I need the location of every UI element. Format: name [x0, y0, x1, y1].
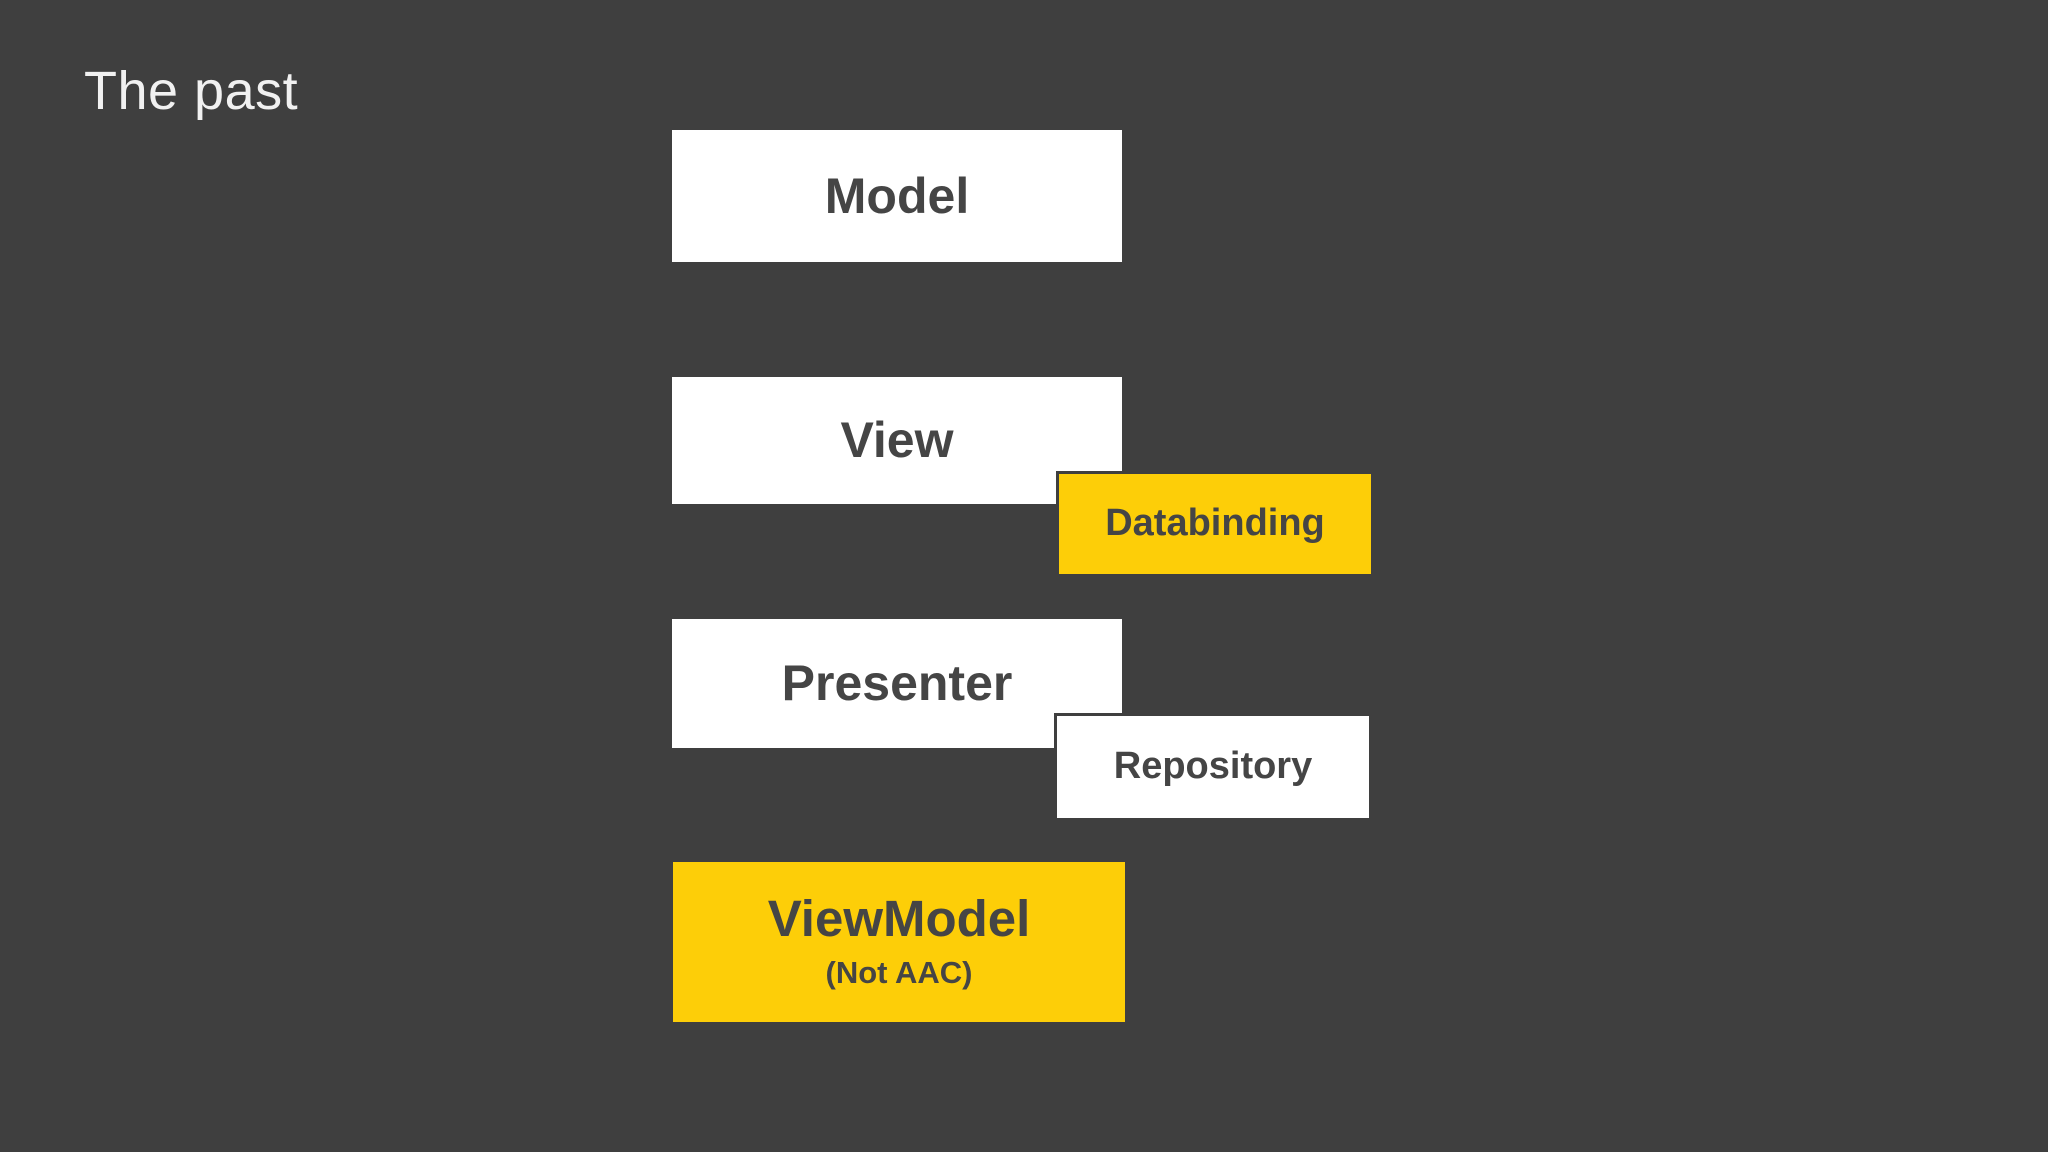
box-presenter: Presenter — [672, 619, 1122, 748]
box-databinding: Databinding — [1056, 471, 1374, 577]
box-view: View — [672, 377, 1122, 504]
slide-title: The past — [84, 61, 299, 121]
box-viewmodel-label: ViewModel — [767, 889, 1031, 947]
box-databinding-label: Databinding — [1105, 502, 1325, 545]
box-viewmodel: ViewModel (Not AAC) — [673, 862, 1125, 1022]
box-repository-label: Repository — [1113, 745, 1313, 788]
box-viewmodel-sublabel: (Not AAC) — [825, 954, 973, 990]
box-view-label: View — [840, 412, 954, 468]
box-repository: Repository — [1054, 713, 1372, 821]
box-model-label: Model — [824, 167, 970, 224]
box-model: Model — [672, 130, 1122, 262]
box-presenter-label: Presenter — [781, 655, 1013, 711]
